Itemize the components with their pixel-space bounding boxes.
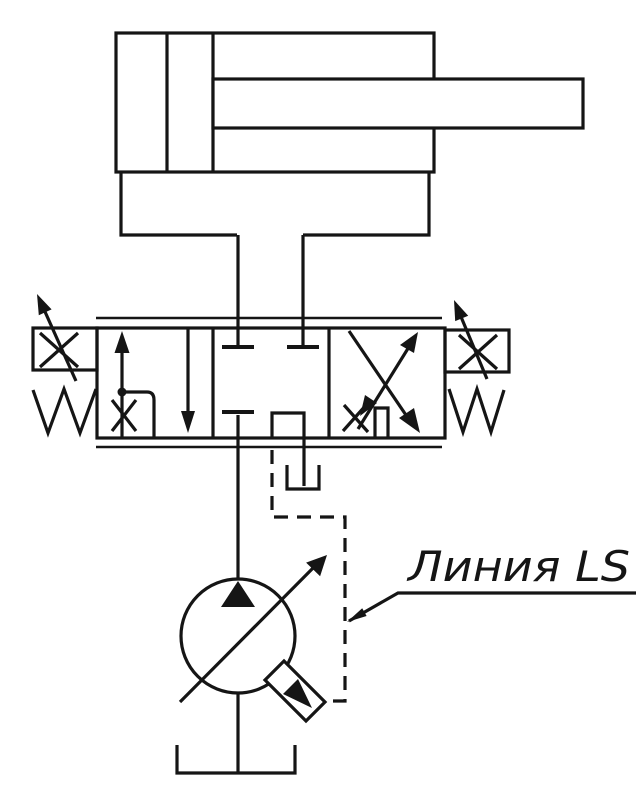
leader-arrowhead-icon (347, 608, 367, 622)
valve-drain-tank-symbol (285, 465, 321, 491)
pilot-actuator-left (31, 294, 99, 382)
valve-drain (285, 438, 321, 491)
pilot-cross-icon (457, 333, 499, 371)
valve-center-position (222, 345, 319, 438)
manifold-left-edge (119, 172, 237, 237)
proportional-arrow-shaft (457, 311, 489, 380)
ls-tank-bridge (270, 411, 306, 438)
main-tank (175, 693, 297, 775)
cross-flow-line-down (347, 330, 412, 422)
hydraulic-cylinder (114, 31, 585, 174)
pump-outlet-triangle-icon (221, 581, 255, 607)
proportional-arrowhead-icon (37, 294, 52, 316)
cross-flow-line-up (356, 341, 414, 430)
variable-displacement-arrow-shaft (178, 561, 320, 704)
valve-right-position (341, 330, 420, 438)
regulator-arrowhead-icon (283, 679, 312, 708)
label-leader-line (348, 591, 636, 623)
cross-down-arrowhead-icon (399, 408, 420, 433)
throttle-orifice-icon (110, 399, 138, 432)
manifold-right-edge (303, 172, 431, 237)
pilot-cross-icon (38, 331, 80, 369)
proportional-directional-valve (31, 294, 511, 449)
ls-tap-channel (373, 406, 390, 438)
pilot-box (31, 326, 99, 372)
variable-displacement-arrowhead-icon (306, 555, 327, 577)
main-tank-symbol (175, 745, 297, 775)
ls-label-group: Линия LS (347, 542, 636, 623)
return-spring-right-icon (447, 383, 506, 438)
flow-up-arrowhead-icon (114, 331, 130, 353)
return-spring-left-icon (31, 384, 98, 438)
load-sensing-line (270, 450, 347, 703)
pilot-actuator-right (443, 300, 511, 380)
flow-down-arrowhead-icon (181, 411, 195, 433)
envelope-dividers (211, 328, 331, 438)
piston-rod (211, 77, 585, 130)
pilot-box (443, 328, 511, 374)
valve-left-position (110, 328, 195, 438)
throttle-orifice-icon (341, 402, 370, 434)
proportional-parallel-lines (96, 316, 442, 449)
proportional-arrowhead-icon (454, 300, 469, 322)
ls-line-label: Линия LS (406, 542, 630, 591)
proportional-arrow-shaft (40, 304, 78, 382)
ls-pickoff-arrowhead-icon (360, 395, 377, 416)
cross-up-arrowhead-icon (400, 332, 418, 353)
ls-tap-branch (122, 390, 156, 438)
